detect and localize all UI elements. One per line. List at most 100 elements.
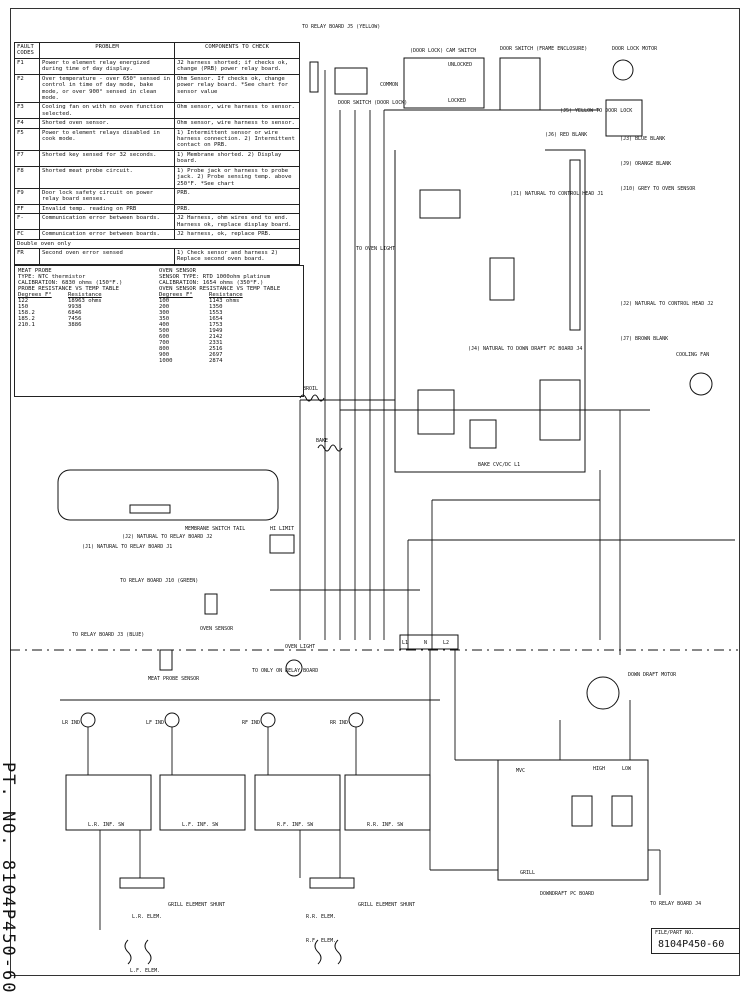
fault-row: F-Communication error between boards.J2 … bbox=[14, 213, 300, 231]
label-j4-natural: (J4) NATURAL TO DOWN DRAFT PC BOARD J4 bbox=[468, 346, 582, 352]
label-j3-blue: (J3) BLUE BLANK bbox=[620, 136, 665, 142]
rf-indicator bbox=[260, 712, 276, 728]
resistance-value: 7456 bbox=[68, 316, 82, 322]
resistance-value: 6846 bbox=[68, 310, 82, 316]
lr-indicator bbox=[80, 712, 96, 728]
meat-probe-calibration: CALIBRATION: 6830 ohms (150°F.) bbox=[18, 280, 123, 286]
broil-element bbox=[299, 394, 325, 402]
label-rf-sw: R.F. INF. SW bbox=[277, 822, 314, 828]
degrees-value: 100 bbox=[159, 298, 170, 304]
degrees-value: 200 bbox=[159, 304, 170, 310]
label-rr-elem: R.R. ELEM. bbox=[306, 914, 336, 920]
resistance-value: 2874 bbox=[209, 358, 223, 364]
degrees-value: 300 bbox=[159, 310, 170, 316]
label-hi-limit: HI LIMIT bbox=[270, 526, 294, 532]
label-door-lock-motor: DOOR LOCK MOTOR bbox=[612, 46, 658, 52]
resistance-row: 1000 2874 bbox=[159, 358, 299, 364]
label-lr-sw: L.R. INF. SW bbox=[88, 822, 125, 828]
label-low: LOW bbox=[622, 766, 632, 772]
label-lr-elem: L.R. ELEM. bbox=[132, 914, 162, 920]
rf-element bbox=[334, 939, 342, 965]
relay-block bbox=[489, 257, 515, 301]
label-downdraft-pc: DOWNDRAFT PC BOARD bbox=[540, 891, 594, 897]
resistance-value: 1350 bbox=[209, 304, 223, 310]
meat-probe-title: MEAT PROBE bbox=[18, 268, 52, 274]
title-block-number: 8104P450-60 bbox=[658, 939, 725, 950]
label-oven-sensor: OVEN SENSOR bbox=[200, 626, 234, 632]
down-draft-motor bbox=[586, 676, 620, 710]
meat-probe-spec: MEAT PROBE TYPE: NTC thermistor CALIBRAT… bbox=[18, 268, 158, 328]
lr-element bbox=[124, 939, 132, 965]
label-broil: BROIL bbox=[303, 386, 318, 392]
resistance-value: 2142 bbox=[209, 334, 223, 340]
degrees-value: 500 bbox=[159, 328, 170, 334]
meat-probe-type: TYPE: NTC thermistor bbox=[18, 274, 86, 280]
cooling-fan-motor bbox=[689, 372, 713, 396]
label-locked: LOCKED bbox=[448, 98, 466, 104]
label-rr-sw: R.R. INF. SW bbox=[367, 822, 404, 828]
label-n: N bbox=[424, 640, 427, 646]
label-l1: L1 bbox=[402, 640, 408, 646]
board-connector-strip bbox=[569, 159, 581, 331]
resistance-value: 18963 ohms bbox=[68, 298, 102, 304]
bake-element bbox=[317, 444, 343, 452]
label-to-only-relay: TO ONLY ON RELAY BOARD bbox=[252, 668, 318, 674]
label-l2: L2 bbox=[443, 640, 449, 646]
left-element-terminal bbox=[119, 877, 165, 889]
label-grill-elem-right: GRILL ELEMENT SHUNT bbox=[358, 902, 415, 908]
fault-check: J2 harness shorted; if checks ok, change… bbox=[174, 57, 300, 75]
degrees-value: 1000 bbox=[159, 358, 173, 364]
right-element-terminal bbox=[309, 877, 355, 889]
label-to-relay-j4: TO RELAY BOARD J4 bbox=[650, 901, 701, 907]
label-lr-ind: LR IND bbox=[62, 720, 80, 726]
cooktop-wiring bbox=[60, 650, 661, 930]
resistance-value: 9938 bbox=[68, 304, 82, 310]
resistance-value: 2331 bbox=[209, 340, 223, 346]
resistance-row: 200 1350 bbox=[159, 304, 299, 310]
degrees-value: 150 bbox=[18, 304, 29, 310]
rr-indicator bbox=[348, 712, 364, 728]
label-j6-red: (J6) RED BLANK bbox=[545, 132, 587, 138]
double-oven-label: Double oven only bbox=[14, 238, 300, 249]
resistance-value: 1553 bbox=[209, 310, 223, 316]
meat-probe-connector bbox=[159, 649, 173, 671]
vertical-part-number: PT. NO. 8104P450-60 bbox=[0, 762, 18, 994]
hi-limit-switch bbox=[269, 534, 295, 554]
resistance-value: 3886 bbox=[68, 322, 82, 328]
label-door-switch-frame: DOOR SWITCH (FRAME ENCLOSURE) bbox=[500, 46, 587, 52]
label-grill: GRILL bbox=[520, 870, 535, 876]
fault-problem: Power to element relays disabled in cook… bbox=[39, 127, 175, 151]
fault-problem: Power to element relay energized during … bbox=[39, 57, 175, 75]
degrees-value: 350 bbox=[159, 316, 170, 322]
oven-sensor-table-title: OVEN SENSOR RESISTANCE VS TEMP TABLE bbox=[159, 286, 281, 292]
label-rr-ind: RR IND bbox=[330, 720, 348, 726]
label-lf-ind: LF IND bbox=[146, 720, 164, 726]
label-door-switch-lock: DOOR SWITCH (DOOR LOCK) bbox=[338, 100, 407, 106]
door-lock-motor bbox=[612, 59, 634, 81]
label-j9-orange: (J9) ORANGE BLANK bbox=[620, 161, 671, 167]
label-mvc: MVC bbox=[516, 768, 525, 774]
degrees-value: 158.2 bbox=[18, 310, 35, 316]
label-relay-j3: TO RELAY BOARD J3 (BLUE) bbox=[72, 632, 144, 638]
fault-check: Ohm sensor, wire harness to sensor. bbox=[174, 118, 300, 129]
resistance-value: 1753 bbox=[209, 322, 223, 328]
fault-check: 1) Probe jack or harness to probe jack. … bbox=[174, 165, 300, 190]
label-cooling-fan: COOLING FAN bbox=[676, 352, 709, 358]
